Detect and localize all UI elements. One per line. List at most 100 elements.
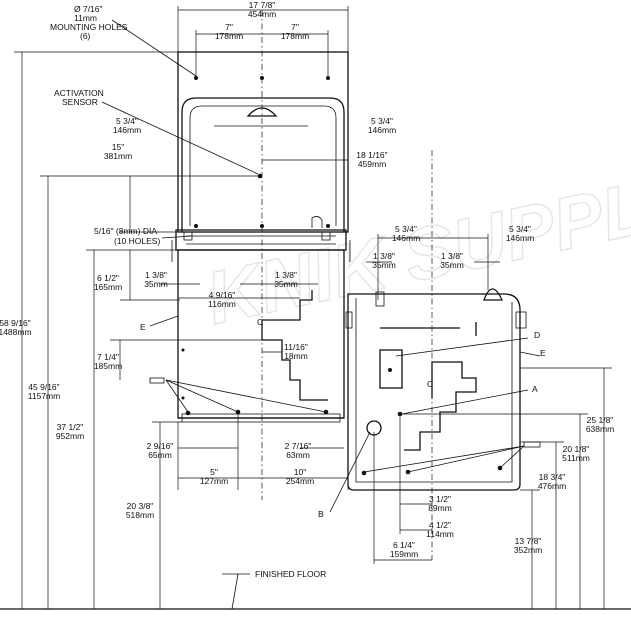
dimension-height-2518-metric: 638mm <box>586 424 614 434</box>
waste-outline <box>261 320 328 401</box>
dimension-height-1834-metric: 476mm <box>538 481 566 491</box>
right-fountain-housing <box>347 293 521 491</box>
dimension-right-614-imperial: 6 1/4" <box>393 540 415 550</box>
dimension-height-612-imperial: 6 1/2" <box>97 273 119 283</box>
dimension-center-138-imperial: 1 3/8" <box>275 270 297 280</box>
ref-e-left: E <box>140 322 146 332</box>
dimension-right-138-right-metric: 35mm <box>440 260 464 270</box>
supply-outline <box>262 290 313 321</box>
dimension-height-15-metric: 381mm <box>104 151 132 161</box>
right-mount-line <box>380 322 477 336</box>
dimension-width-10-imperial: 10" <box>294 467 306 477</box>
dimension-right-138-right-imperial: 1 3/8" <box>441 251 463 261</box>
bottle-filler-housing <box>181 97 345 232</box>
anchor-hole <box>185 410 191 416</box>
right-fountain-inner <box>355 298 513 483</box>
dimension-width-1116-metric: 18mm <box>284 351 308 361</box>
right-valve-box <box>379 349 403 389</box>
dimension-height-1834-imperial: 18 3/4" <box>539 472 566 482</box>
dimension-height-2038-imperial: 20 3/8" <box>127 501 154 511</box>
dimension-height-1378-metric: 352mm <box>514 545 542 555</box>
dimension-right-138-left-metric: 35mm <box>372 260 396 270</box>
dimension-center-138-metric: 35mm <box>274 279 298 289</box>
dimension-height-714-metric: 185mm <box>94 361 122 371</box>
dimension-height-2018-imperial: 20 1/8" <box>563 444 590 454</box>
mount-holes-label: (6) <box>80 31 91 41</box>
dimension-height-1378-imperial: 13 7/8" <box>515 536 542 546</box>
dimension-width-18116-imperial: 18 1/16" <box>356 150 387 160</box>
activation-sensor-label: SENSOR <box>62 97 98 107</box>
dimension-top-width-metric: 454mm <box>248 9 276 19</box>
right-valve-point <box>388 368 392 372</box>
dimension-width-1116-imperial: 11/16" <box>284 342 308 352</box>
floor-leader <box>231 573 239 610</box>
dimension-width-4916-metric: 116mm <box>208 299 236 309</box>
dimension-height-714-imperial: 7 1/4" <box>97 352 119 362</box>
dimension-right-534-left-metric: 146mm <box>392 233 420 243</box>
mount-holes-label: Ø 7/16" <box>74 4 103 14</box>
dimension-top-right-7-imperial: 7" <box>291 22 299 32</box>
dimension-height-612-metric: 165mm <box>94 282 122 292</box>
bottle-filler-inner <box>189 105 337 226</box>
dimension-sensor-right-534-imperial: 5 3/4" <box>371 116 393 126</box>
hole-dia-label: (10 HOLES) <box>114 236 160 246</box>
anchor-hole <box>181 396 185 400</box>
dimension-height-45916-metric: 1157mm <box>28 391 60 401</box>
dimension-right-138-left-imperial: 1 3/8" <box>373 251 395 261</box>
dimension-width-2716-imperial: 2 7/16" <box>285 441 312 451</box>
deck-detail <box>186 235 336 245</box>
watermark-text: KNIK SUPPLY <box>199 155 631 340</box>
fountain-deck <box>175 229 347 251</box>
anchor-hole <box>181 348 185 352</box>
dimension-sensor-left-534-metric: 146mm <box>113 125 141 135</box>
dimension-height-58916-metric: 1488mm <box>0 327 32 337</box>
ref-a: A <box>532 384 538 394</box>
right-side-bracket <box>515 311 527 329</box>
dimension-right-412-metric: 114mm <box>426 529 454 539</box>
mounting-plate <box>177 51 349 233</box>
dimension-width-18116-metric: 459mm <box>358 159 386 169</box>
ref-e-right: E <box>540 348 546 358</box>
dimension-sensor-left-534-imperial: 5 3/4" <box>116 116 138 126</box>
wall-bracket <box>149 377 165 384</box>
right-side-bracket <box>345 311 353 329</box>
dimension-height-58916-imperial: 58 9/16" <box>0 318 31 328</box>
dimension-lines <box>14 6 612 609</box>
right-wall-bracket <box>523 441 541 448</box>
dimension-right-614-metric: 159mm <box>390 549 418 559</box>
dimension-width-5-imperial: 5" <box>210 467 218 477</box>
dimension-right-412-imperial: 4 1/2" <box>429 520 451 530</box>
dimension-right-534-left-imperial: 5 3/4" <box>395 224 417 234</box>
right-bubbler <box>483 288 504 301</box>
mount-holes-label: 11mm <box>74 13 97 23</box>
dimension-top-left-7-metric: 178mm <box>215 31 243 41</box>
mount-holes-label: MOUNTING HOLES <box>50 22 128 32</box>
dimension-right-534-right-imperial: 5 3/4" <box>509 224 531 234</box>
dimension-right-312-metric: 89mm <box>428 503 452 513</box>
dimension-top-left-7-imperial: 7" <box>225 22 233 32</box>
dimension-width-4916-imperial: 4 9/16" <box>209 290 236 300</box>
dimension-height-2518-imperial: 25 1/8" <box>587 415 614 425</box>
mounting-hole <box>194 224 198 228</box>
finished-floor-label: FINISHED FLOOR <box>255 569 326 579</box>
deck-bracket <box>321 231 331 241</box>
dimension-right-312-imperial: 3 1/2" <box>429 494 451 504</box>
dimension-width-2916-metric: 65mm <box>148 450 172 460</box>
leader-lines <box>101 19 541 513</box>
dimension-top-width-imperial: 17 7/8" <box>249 0 276 10</box>
ref-d: D <box>534 330 540 340</box>
dimension-height-2038-metric: 518mm <box>126 510 154 520</box>
left-cl-symbol: C <box>257 317 263 327</box>
dimension-width-2716-metric: 63mm <box>286 450 310 460</box>
bottle-filler-spout <box>246 107 278 117</box>
mounting-hole <box>326 224 330 228</box>
deck-side-mounts <box>171 240 351 262</box>
right-spout <box>375 291 385 307</box>
ref-b: B <box>318 509 324 519</box>
dimension-height-2018-metric: 511mm <box>562 453 590 463</box>
dimension-right-534-right-metric: 146mm <box>506 233 534 243</box>
right-rough-in-outline <box>404 361 477 451</box>
cabinet-base-strip <box>181 413 341 423</box>
